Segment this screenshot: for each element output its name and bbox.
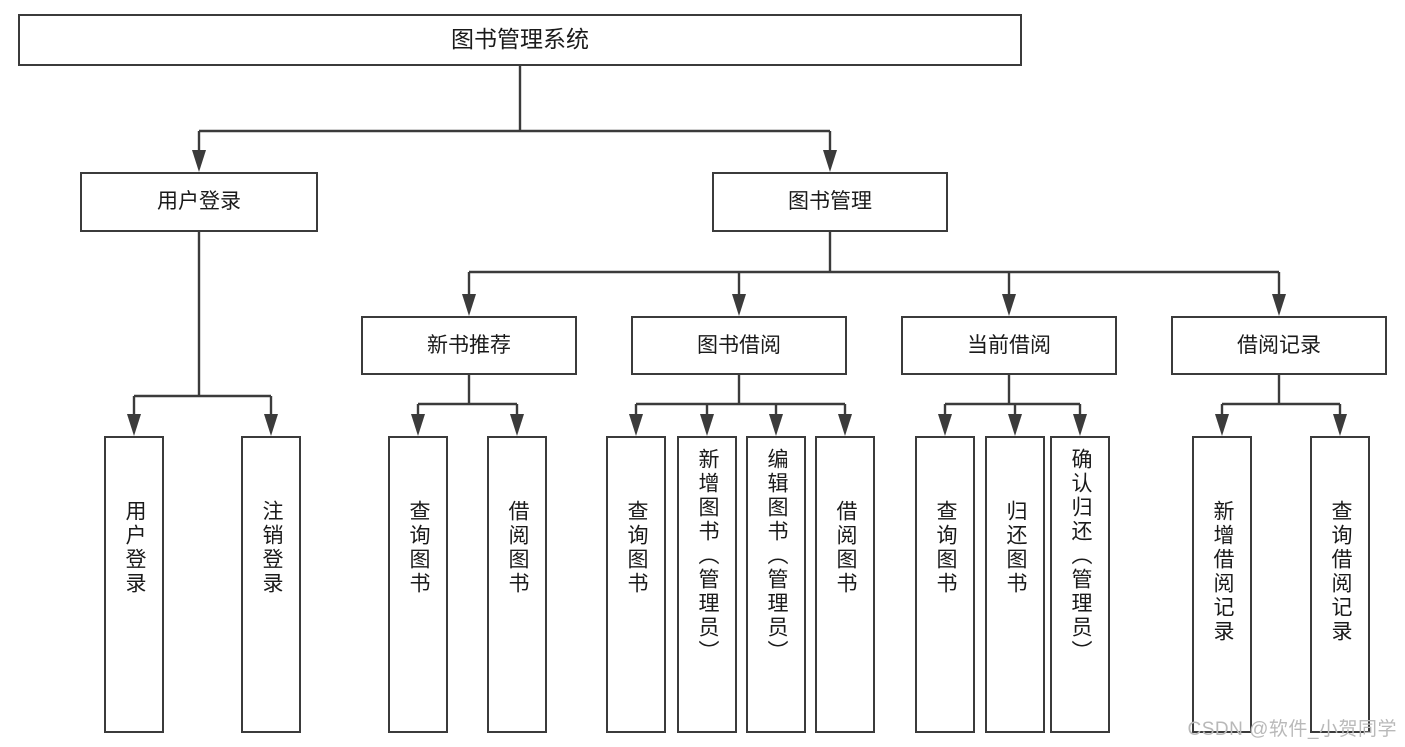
- node-borrow-record[interactable]: 借阅记录: [1171, 316, 1387, 375]
- connector-arrowhead-currentborrow-to-leaves-0: [938, 414, 952, 436]
- connector-arrowhead-bookborrow-to-leaves-3: [838, 414, 852, 436]
- node-label: 用户登录: [157, 190, 241, 214]
- node-label: 新增借阅记录: [1211, 500, 1235, 644]
- node-label: 借阅记录: [1237, 333, 1321, 357]
- connector-arrowhead-bookmgmt-to-level3-2: [1002, 294, 1016, 316]
- node-label: 查询图书: [934, 500, 958, 596]
- node-new-book-recommend[interactable]: 新书推荐: [361, 316, 577, 375]
- node-book-borrow[interactable]: 图书借阅: [631, 316, 847, 375]
- node-label: 编辑图书（管理员）: [765, 448, 789, 664]
- node-label: 注销登录: [260, 500, 284, 596]
- node-label: 借阅图书: [506, 500, 530, 596]
- node-label: 当前借阅: [967, 333, 1051, 357]
- node-leaf-borrow-book-1[interactable]: 借阅图书: [487, 436, 547, 733]
- connector-arrowhead-newbook-to-leaves-0: [411, 414, 425, 436]
- connector-arrowhead-borrowrecord-to-leaves-0: [1215, 414, 1229, 436]
- node-leaf-query-book-1[interactable]: 查询图书: [388, 436, 448, 733]
- node-leaf-borrow-book-2[interactable]: 借阅图书: [815, 436, 875, 733]
- node-label: 查询图书: [625, 500, 649, 596]
- connector-arrowhead-bookmgmt-to-level3-1: [732, 294, 746, 316]
- node-label: 用户登录: [123, 500, 147, 596]
- connector-arrowhead-currentborrow-to-leaves-2: [1073, 414, 1087, 436]
- connector-arrowhead-root-to-level2-1: [823, 150, 837, 172]
- node-leaf-add-book-admin[interactable]: 新增图书（管理员）: [677, 436, 737, 733]
- node-leaf-query-borrow-record[interactable]: 查询借阅记录: [1310, 436, 1370, 733]
- connector-arrowhead-currentborrow-to-leaves-1: [1008, 414, 1022, 436]
- node-label: 图书管理: [788, 190, 872, 214]
- node-book-management[interactable]: 图书管理: [712, 172, 948, 232]
- connector-arrowhead-newbook-to-leaves-1: [510, 414, 524, 436]
- node-leaf-query-book-3[interactable]: 查询图书: [915, 436, 975, 733]
- node-label: 新书推荐: [427, 333, 511, 357]
- node-current-borrow[interactable]: 当前借阅: [901, 316, 1117, 375]
- connector-arrowhead-bookborrow-to-leaves-2: [769, 414, 783, 436]
- connector-arrowhead-bookborrow-to-leaves-0: [629, 414, 643, 436]
- connector-arrowhead-userlogin-to-leaves-0: [127, 414, 141, 436]
- node-leaf-user-logout[interactable]: 注销登录: [241, 436, 301, 733]
- node-leaf-add-borrow-record[interactable]: 新增借阅记录: [1192, 436, 1252, 733]
- node-label: 归还图书: [1004, 500, 1028, 596]
- connector-arrowhead-userlogin-to-leaves-1: [264, 414, 278, 436]
- node-user-login[interactable]: 用户登录: [80, 172, 318, 232]
- connector-arrowhead-bookmgmt-to-level3-3: [1272, 294, 1286, 316]
- connector-arrowhead-bookmgmt-to-level3-0: [462, 294, 476, 316]
- connector-arrowhead-root-to-level2-0: [192, 150, 206, 172]
- node-leaf-edit-book-admin[interactable]: 编辑图书（管理员）: [746, 436, 806, 733]
- connector-arrowhead-bookborrow-to-leaves-1: [700, 414, 714, 436]
- node-label: 图书借阅: [697, 333, 781, 357]
- node-leaf-return-book[interactable]: 归还图书: [985, 436, 1045, 733]
- node-label: 查询图书: [407, 500, 431, 596]
- connector-arrowhead-borrowrecord-to-leaves-1: [1333, 414, 1347, 436]
- node-label: 确认归还（管理员）: [1069, 448, 1093, 664]
- node-leaf-query-book-2[interactable]: 查询图书: [606, 436, 666, 733]
- node-label: 查询借阅记录: [1329, 500, 1353, 644]
- node-leaf-confirm-return-admin[interactable]: 确认归还（管理员）: [1050, 436, 1110, 733]
- node-label: 新增图书（管理员）: [696, 448, 720, 664]
- watermark-text: CSDN @软件_小贺同学: [1187, 719, 1397, 740]
- node-label: 图书管理系统: [451, 26, 589, 53]
- node-label: 借阅图书: [834, 500, 858, 596]
- node-leaf-user-login[interactable]: 用户登录: [104, 436, 164, 733]
- node-root[interactable]: 图书管理系统: [18, 14, 1022, 66]
